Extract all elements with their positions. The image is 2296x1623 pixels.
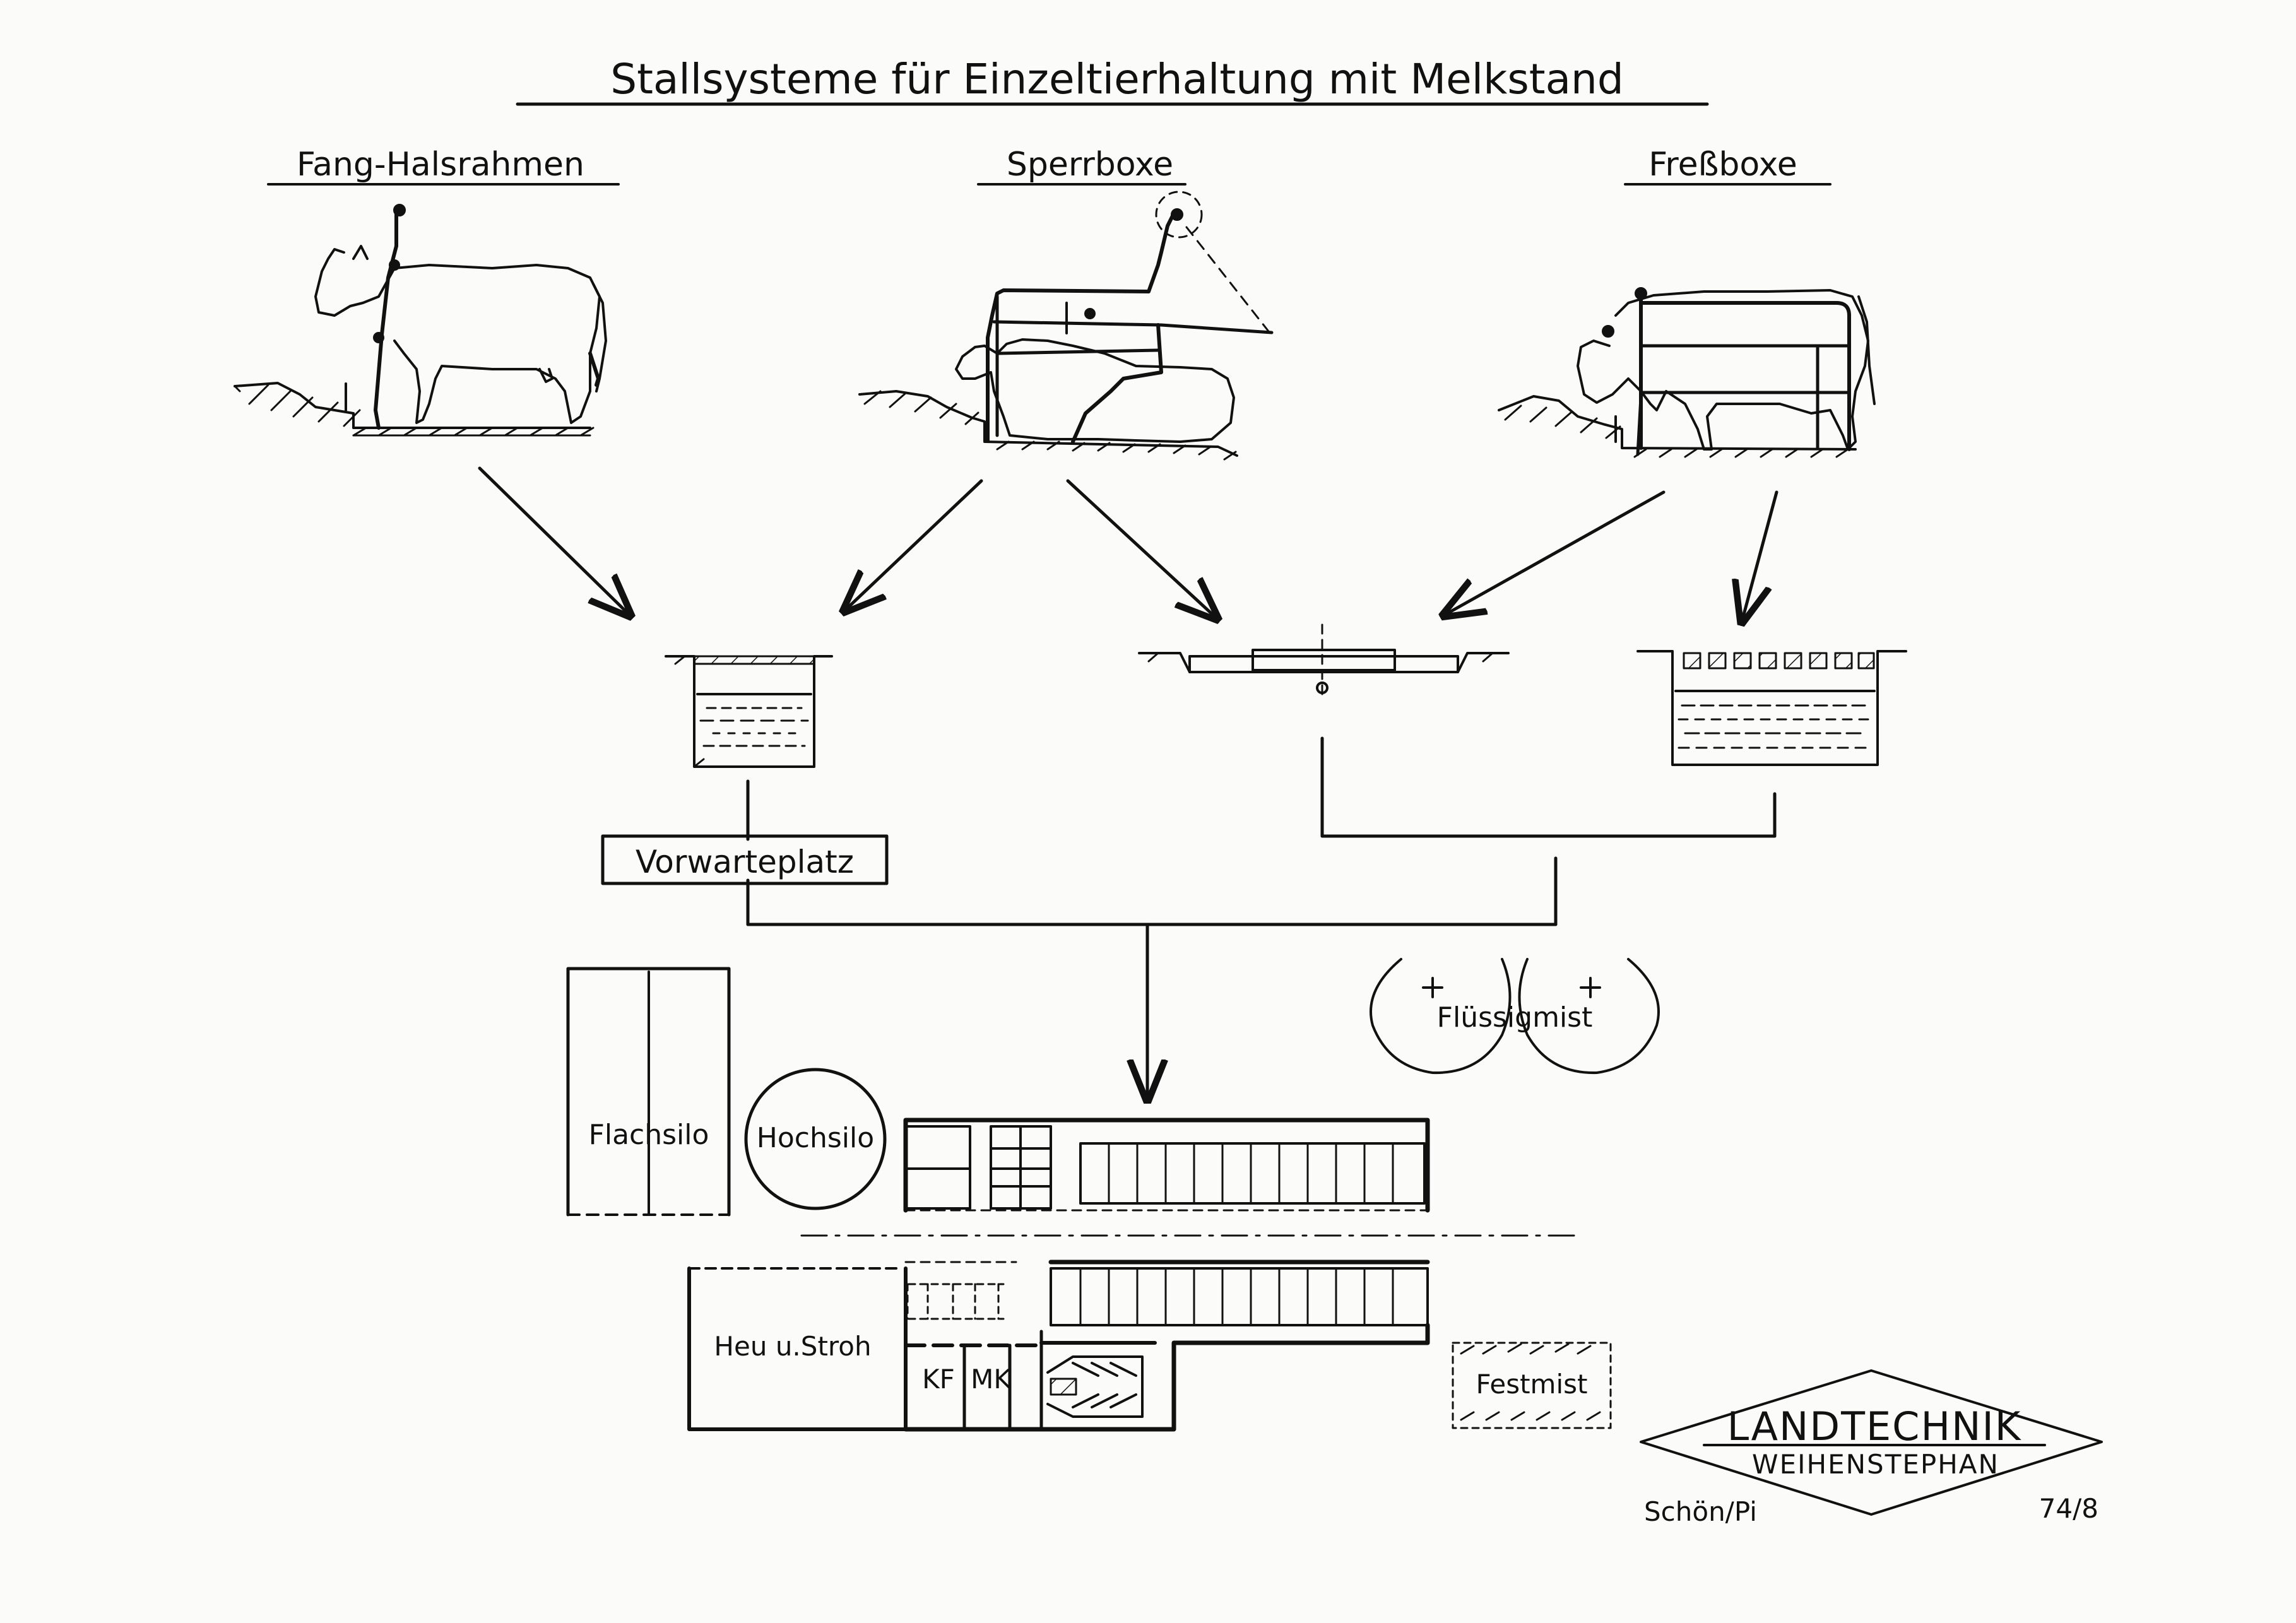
svg-text:Fang-Halsrahmen: Fang-Halsrahmen <box>297 146 584 184</box>
arrow-sperr-to-pit <box>844 479 983 611</box>
arrow-sperr-to-channel <box>1066 479 1217 618</box>
vorwarteplatz-box: Vorwarteplatz <box>601 834 889 885</box>
kf-label: KF <box>922 1364 955 1395</box>
hochsilo-label: Hochsilo <box>757 1122 874 1154</box>
arrow-fang-to-pit <box>478 466 630 615</box>
heading-sperrboxe: Sperrboxe <box>977 146 1186 186</box>
arrow-fress-to-slats <box>1742 490 1778 622</box>
fluessigmist-label: Flüssigmist <box>1437 1001 1593 1034</box>
footer-number: 74/8 <box>2039 1493 2098 1524</box>
heading-fang-halsrahmen: Fang-Halsrahmen <box>267 146 620 186</box>
page-title: Stallsysteme für Einzeltierhaltung mit M… <box>516 55 1709 106</box>
svg-text:Freßboxe: Freßboxe <box>1648 146 1797 184</box>
mk-label: MK <box>971 1364 1012 1395</box>
festmist-label: Festmist <box>1476 1369 1588 1400</box>
festmist-pile <box>1452 1342 1612 1429</box>
fluessigmist-tanks <box>1370 958 1660 1075</box>
slatted-pit-right <box>1636 650 1907 766</box>
logo-line2: WEIHENSTEPHAN <box>1752 1449 1999 1480</box>
manure-channel-middle <box>1138 623 1510 695</box>
barn-plan <box>687 1118 1579 1432</box>
arrow-fress-to-channel <box>1444 490 1666 615</box>
fang-halsrahmen-illustration <box>234 204 607 437</box>
vorwarteplatz-label: Vorwarteplatz <box>636 844 854 880</box>
heu-stroh-label: Heu u.Stroh <box>714 1331 871 1362</box>
connection-lines <box>746 736 1777 1099</box>
landtechnik-logo: LANDTECHNIK WEIHENSTEPHAN <box>1640 1369 2103 1516</box>
sperrboxe-illustration <box>858 191 1274 461</box>
footer-author: Schön/Pi <box>1644 1496 1757 1527</box>
flachsilo-label: Flachsilo <box>589 1119 709 1151</box>
title-text: Stallsysteme für Einzeltierhaltung mit M… <box>610 55 1624 103</box>
svg-text:Sperrboxe: Sperrboxe <box>1007 146 1173 184</box>
flachsilo <box>566 967 731 1217</box>
fressboxe-illustration <box>1498 287 1876 458</box>
slurry-pit-left <box>665 655 833 768</box>
heading-fressboxe: Freßboxe <box>1624 146 1831 186</box>
flow-arrows <box>478 466 1778 622</box>
hochsilo <box>744 1068 887 1210</box>
logo-line1: LANDTECHNIK <box>1727 1403 2022 1449</box>
